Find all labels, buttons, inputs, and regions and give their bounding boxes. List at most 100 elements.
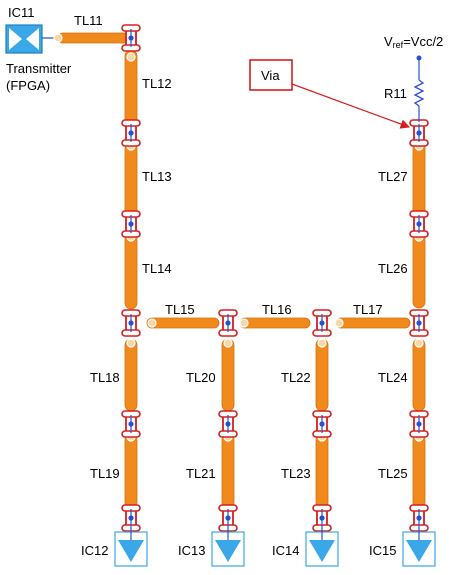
trace-end-ring-6 xyxy=(147,318,157,328)
trace-end-ring-9 xyxy=(223,338,233,348)
via-12-hole xyxy=(319,515,325,521)
via-1 xyxy=(121,24,141,52)
via-4 xyxy=(121,309,141,337)
via-callout-label: Via xyxy=(261,68,280,83)
trace-tl21 xyxy=(221,433,235,509)
via-17 xyxy=(409,504,429,532)
via-17-hole xyxy=(416,515,422,521)
trace-tl26 xyxy=(412,231,426,309)
via-15 xyxy=(409,309,429,337)
label-tl12: TL12 xyxy=(142,76,172,91)
resistor-r11-icon xyxy=(413,79,425,107)
trace-end-ring-11 xyxy=(317,338,327,348)
vref-label: Vref=Vcc/2 xyxy=(384,34,443,50)
receiver-group: IC12 IC13 IC14 IC15 xyxy=(81,527,436,567)
transmitter-label: Transmitter xyxy=(6,61,72,76)
label-tl27: TL27 xyxy=(378,169,408,184)
trace-tl11 xyxy=(57,32,129,44)
via-callout-box xyxy=(249,59,293,91)
transmitter-arrow-left xyxy=(26,28,39,50)
trace-tl14 xyxy=(124,232,138,310)
receiver-ic13-label: IC13 xyxy=(178,543,205,558)
label-tl21: TL21 xyxy=(186,466,216,481)
via-4-hole xyxy=(128,320,134,326)
via-group xyxy=(121,24,429,532)
via-11-hole xyxy=(319,421,325,427)
trace-end-ring-15 xyxy=(414,338,424,348)
label-tl15: TL15 xyxy=(165,302,195,317)
resistor-label: R11 xyxy=(384,86,407,101)
trace-tl20 xyxy=(221,338,235,412)
trace-end-ring-7 xyxy=(239,318,249,328)
via-5-hole xyxy=(128,421,134,427)
transmitter-ic11 xyxy=(5,24,63,54)
label-tl23: TL23 xyxy=(281,466,311,481)
via-10 xyxy=(312,309,332,337)
trace-tl24 xyxy=(412,338,426,412)
receiver-ic12-icon xyxy=(118,540,144,562)
via-5 xyxy=(121,410,141,438)
via-8 xyxy=(218,410,238,438)
receiver-ic15-label: IC15 xyxy=(369,543,396,558)
receiver-ic14: IC14 xyxy=(272,527,339,567)
receiver-ic14-label: IC14 xyxy=(272,543,299,558)
ic11-label: IC11 xyxy=(8,5,35,20)
vref-subscript: ref xyxy=(393,40,404,50)
trace-end-ring-4 xyxy=(126,338,136,348)
via-3-hole xyxy=(128,221,134,227)
label-tl19: TL19 xyxy=(90,466,120,481)
via-16 xyxy=(409,410,429,438)
receiver-ic12-label: IC12 xyxy=(81,543,108,558)
transmitter-sublabel: (FPGA) xyxy=(6,78,50,93)
trace-tl16 xyxy=(239,317,311,329)
vref-main: V xyxy=(384,34,393,49)
label-tl18: TL18 xyxy=(90,370,120,385)
via-14 xyxy=(409,210,429,238)
via-10-hole xyxy=(319,320,325,326)
receiver-ic12: IC12 xyxy=(81,527,148,567)
label-tl20: TL20 xyxy=(186,370,216,385)
via-14-hole xyxy=(416,221,422,227)
trace-tl22 xyxy=(315,338,329,412)
receiver-ic13-icon xyxy=(215,540,241,562)
label-tl26: TL26 xyxy=(378,261,408,276)
via-7-hole xyxy=(225,320,231,326)
trace-tl17 xyxy=(335,317,411,329)
via-7 xyxy=(218,309,238,337)
label-tl16: TL16 xyxy=(262,302,292,317)
via-2 xyxy=(121,119,141,147)
label-tl11: TL11 xyxy=(74,13,103,28)
trace-tl13 xyxy=(124,142,138,218)
via-1-hole xyxy=(128,35,134,41)
via-6-hole xyxy=(128,515,134,521)
via-16-hole xyxy=(416,421,422,427)
transmitter-arrow-right xyxy=(9,28,22,50)
label-tl14: TL14 xyxy=(142,261,172,276)
label-tl22: TL22 xyxy=(281,370,311,385)
via-13-hole xyxy=(416,130,422,136)
via-11 xyxy=(312,410,332,438)
trace-tl12 xyxy=(124,49,138,129)
receiver-ic15-icon xyxy=(406,540,432,562)
transmitter-trace-end xyxy=(53,33,63,43)
trace-tl15 xyxy=(146,317,220,329)
trace-end-ring-8 xyxy=(334,318,344,328)
label-tl24: TL24 xyxy=(378,370,408,385)
label-tl25: TL25 xyxy=(378,466,408,481)
via-callout-arrow xyxy=(291,83,411,129)
trace-end-ring-1 xyxy=(126,52,136,62)
receiver-ic15: IC15 xyxy=(369,527,436,567)
trace-tl18 xyxy=(124,338,138,412)
receiver-ic13: IC13 xyxy=(178,527,245,567)
label-tl17: TL17 xyxy=(353,302,383,317)
via-15-hole xyxy=(416,320,422,326)
via-13 xyxy=(409,119,429,147)
via-8-hole xyxy=(225,421,231,427)
via-2-hole xyxy=(128,130,134,136)
via-9-hole xyxy=(225,515,231,521)
trace-tl23 xyxy=(315,433,329,509)
via-9 xyxy=(218,504,238,532)
receiver-ic14-icon xyxy=(309,540,335,562)
trace-tl25 xyxy=(412,433,426,509)
